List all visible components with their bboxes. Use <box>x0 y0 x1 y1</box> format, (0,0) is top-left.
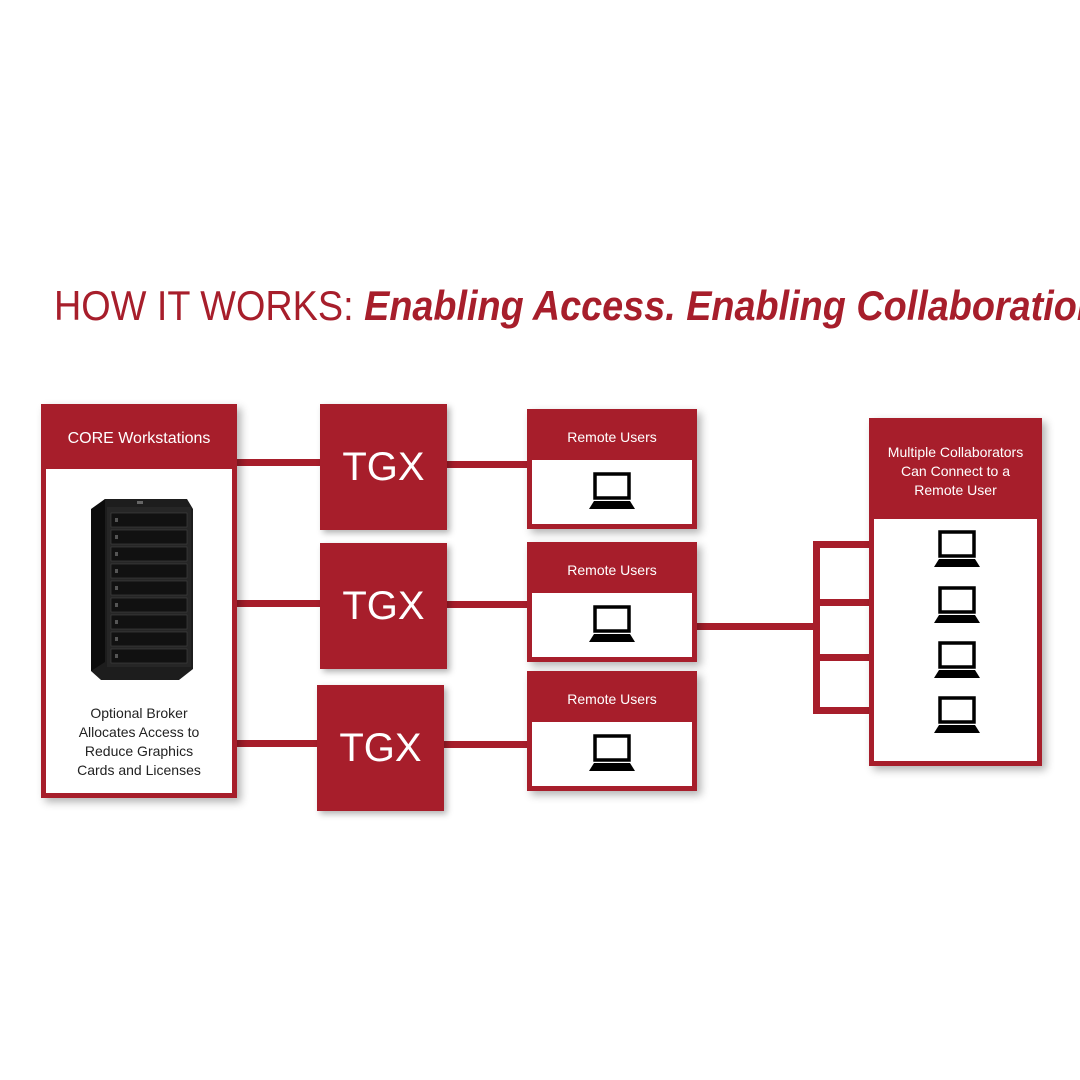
tgx-box-1: TGX <box>320 404 447 530</box>
line-collab-2 <box>813 599 875 606</box>
line-core-tgx-1 <box>236 459 326 466</box>
remote-users-box-1: Remote Users <box>527 409 697 529</box>
laptop-icon <box>934 530 980 567</box>
collaborators-label-line: Can Connect to a <box>901 462 1010 479</box>
line-collab-3 <box>813 654 875 661</box>
core-caption-line: Optional Broker <box>90 705 188 721</box>
laptop-icon <box>934 641 980 678</box>
line-tgx-remote-1 <box>445 461 531 468</box>
collaborators-label-line: Multiple Collaborators <box>887 443 1024 460</box>
server-rack-image <box>91 499 193 680</box>
title-main: HOW IT WORKS: <box>54 282 354 329</box>
core-caption: Optional Broker Allocates Access to Redu… <box>46 704 232 780</box>
laptop-icon <box>589 605 635 642</box>
line-collab-bus <box>813 541 820 714</box>
remote-users-label: Remote Users <box>532 414 692 460</box>
collaborators-box: Multiple Collaborators Can Connect to a … <box>869 418 1042 766</box>
core-workstations-box: CORE Workstations Optional Broker Alloca… <box>41 404 237 798</box>
line-tgx-remote-2 <box>445 601 531 608</box>
tgx-box-3: TGX <box>317 685 444 811</box>
diagram-title: HOW IT WORKS: Enabling Access. Enabling … <box>54 276 1080 336</box>
tgx-box-2: TGX <box>320 543 447 669</box>
core-caption-line: Reduce Graphics <box>84 743 194 759</box>
remote-users-box-3: Remote Users <box>527 671 697 791</box>
line-core-tgx-2 <box>236 600 326 607</box>
line-collab-1 <box>813 541 875 548</box>
collaborators-label-line: Remote User <box>914 481 997 498</box>
collaborators-label: Multiple Collaborators Can Connect to a … <box>874 423 1037 519</box>
core-caption-line: Cards and Licenses <box>77 762 201 778</box>
laptop-icon <box>934 696 980 733</box>
remote-users-label: Remote Users <box>532 547 692 593</box>
line-tgx-remote-3 <box>442 741 531 748</box>
core-workstations-label: CORE Workstations <box>46 409 232 469</box>
core-caption-line: Allocates Access to <box>78 724 200 740</box>
line-remote-collab <box>693 623 818 630</box>
line-core-tgx-3 <box>236 740 321 747</box>
laptop-icon <box>589 472 635 509</box>
line-collab-4 <box>813 707 875 714</box>
laptop-icon <box>589 734 635 771</box>
laptop-icon <box>934 586 980 623</box>
remote-users-label: Remote Users <box>532 676 692 722</box>
title-sub: Enabling Access. Enabling Collaboration <box>364 282 1080 329</box>
remote-users-box-2: Remote Users <box>527 542 697 662</box>
